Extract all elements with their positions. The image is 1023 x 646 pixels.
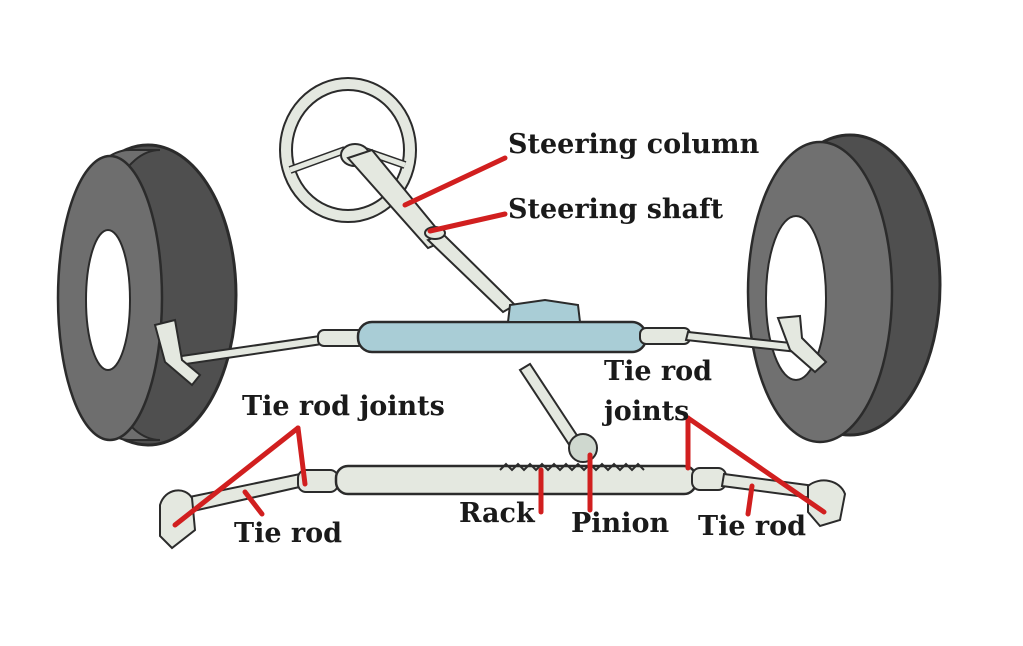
label-tie-rod-left: Tie rod bbox=[234, 518, 343, 549]
steering-column-assembly bbox=[346, 148, 517, 314]
left-steering-arm bbox=[153, 318, 202, 387]
label-tie-rod-right: Tie rod bbox=[698, 511, 807, 542]
pinion-shaft-lower bbox=[518, 362, 582, 448]
label-rack: Rack bbox=[459, 498, 535, 529]
pinion-gear bbox=[568, 433, 598, 463]
leader-tie-rod-joints-left-a bbox=[172, 425, 301, 528]
pinion-housing bbox=[506, 298, 582, 323]
leader-tie-rod-joints-left-b bbox=[295, 425, 308, 487]
right-tie-rod-end bbox=[807, 479, 847, 528]
label-tie-rod-joints-right-line1: Tie rod bbox=[604, 356, 713, 387]
steering-wheel-spoke-1-fill bbox=[289, 147, 346, 173]
left-wheel-hub bbox=[85, 229, 131, 371]
leader-tie-rod-right bbox=[745, 483, 755, 517]
rack-housing bbox=[356, 320, 648, 354]
right-wheel bbox=[746, 133, 942, 444]
lower-rack-assembly bbox=[159, 362, 847, 550]
label-tie-rod-joints-right-line2: joints bbox=[604, 396, 690, 427]
upper-rack-assembly bbox=[153, 298, 828, 387]
right-steering-arm bbox=[776, 314, 828, 374]
leader-lines bbox=[172, 155, 827, 528]
rack-teeth bbox=[499, 462, 645, 472]
leader-steering-shaft bbox=[427, 211, 508, 234]
label-tie-rod-joints-left: Tie rod joints bbox=[242, 391, 445, 422]
label-pinion: Pinion bbox=[571, 508, 670, 539]
leader-tie-rod-left bbox=[242, 489, 265, 517]
leader-steering-column bbox=[402, 155, 508, 208]
right-boot-upper bbox=[639, 327, 691, 345]
label-steering-shaft: Steering shaft bbox=[508, 194, 724, 225]
label-steering-column: Steering column bbox=[508, 129, 760, 160]
steering-shaft bbox=[426, 232, 517, 314]
rack-tube-lower bbox=[334, 464, 698, 496]
steering-wheel-rim-inner bbox=[281, 79, 415, 221]
leader-tie-rod-joints-right-b bbox=[685, 415, 827, 515]
left-tie-rod-end bbox=[159, 489, 197, 550]
left-wheel bbox=[56, 143, 238, 447]
right-wheel-hub bbox=[765, 215, 827, 381]
